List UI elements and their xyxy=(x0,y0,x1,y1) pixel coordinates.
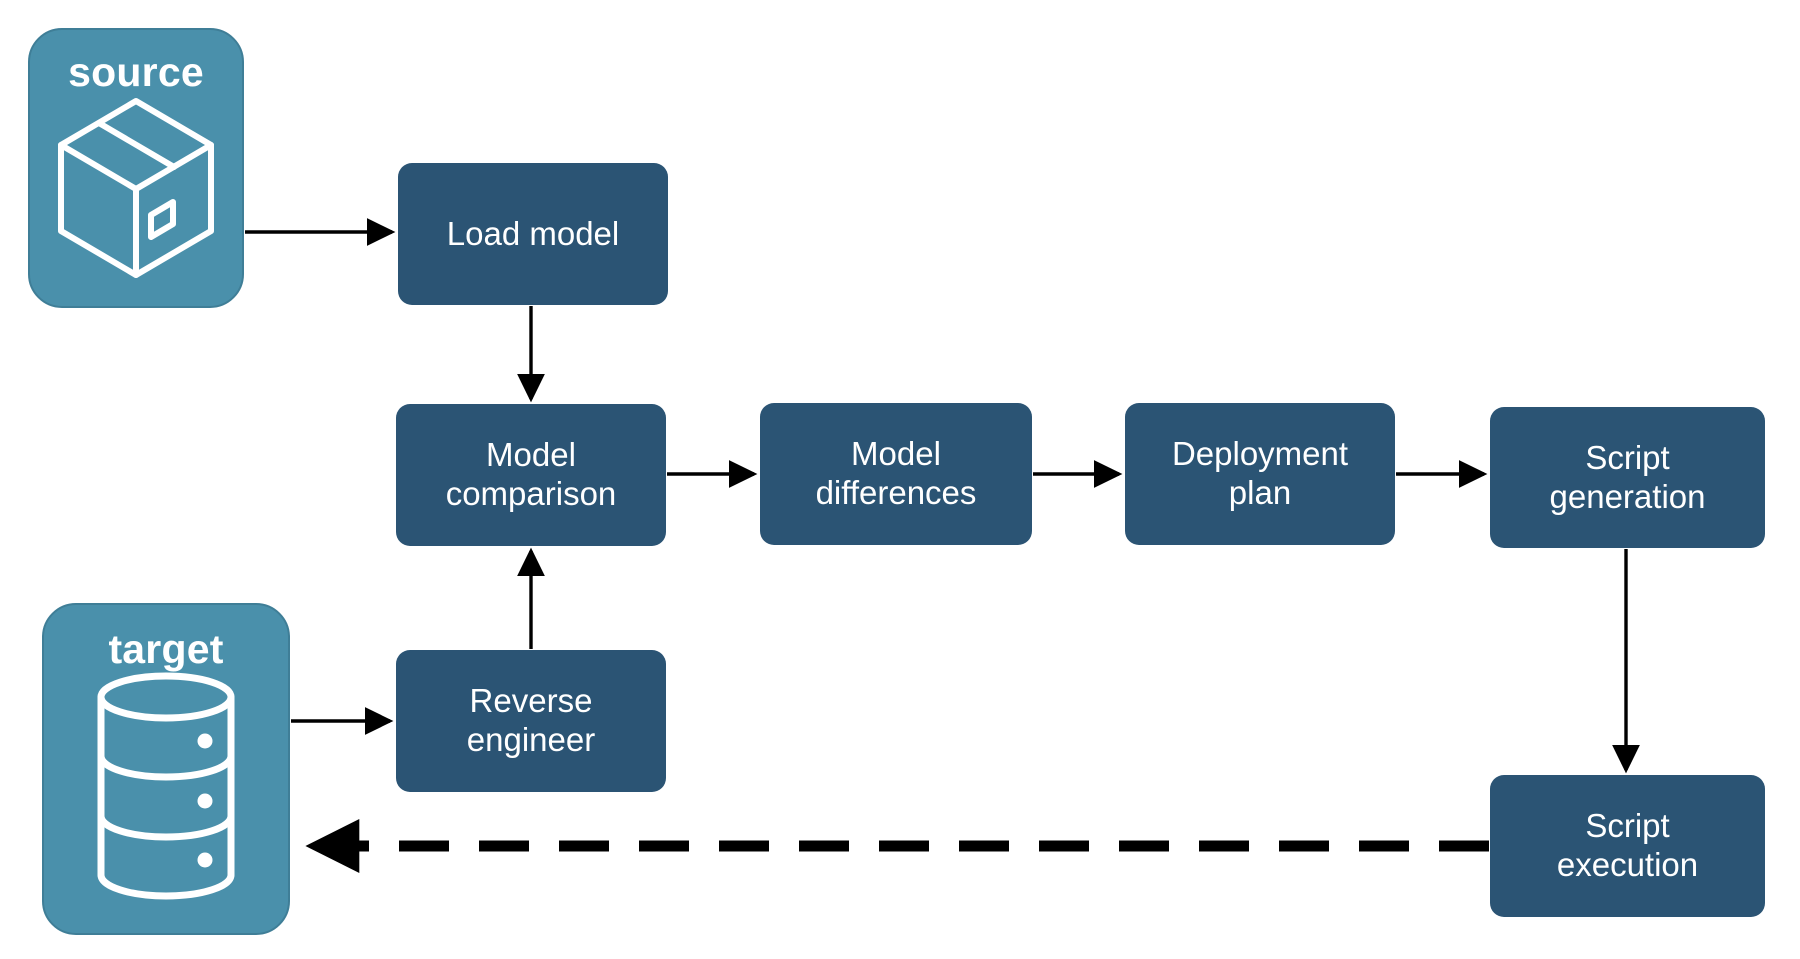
endpoint-label-target: target xyxy=(108,626,224,672)
node-deployment-plan[interactable]: Deployment plan xyxy=(1125,403,1395,545)
node-script-execution[interactable]: Script execution xyxy=(1490,775,1765,917)
database-cylinder-icon xyxy=(97,672,235,900)
node-model-differences[interactable]: Model differences xyxy=(760,403,1032,545)
node-label-script-generation: Script generation xyxy=(1549,438,1706,515)
node-load-model[interactable]: Load model xyxy=(398,163,668,305)
endpoint-card-target[interactable]: target xyxy=(42,603,290,935)
node-reverse-engineer[interactable]: Reverse engineer xyxy=(396,650,666,792)
node-label-script-execution: Script execution xyxy=(1556,807,1699,883)
endpoint-label-source: source xyxy=(68,49,204,95)
package-box-icon xyxy=(58,98,214,278)
node-label-load-model: Load model xyxy=(446,214,620,252)
node-script-generation[interactable]: Script generation xyxy=(1490,407,1765,548)
endpoint-card-source[interactable]: source xyxy=(28,28,244,308)
node-model-comparison[interactable]: Model comparison xyxy=(396,404,666,546)
node-label-model-differences: Model differences xyxy=(815,435,977,511)
node-label-reverse-engineer: Reverse engineer xyxy=(466,682,596,758)
node-label-model-comparison: Model comparison xyxy=(445,436,617,512)
node-label-deployment-plan: Deployment plan xyxy=(1171,435,1349,511)
